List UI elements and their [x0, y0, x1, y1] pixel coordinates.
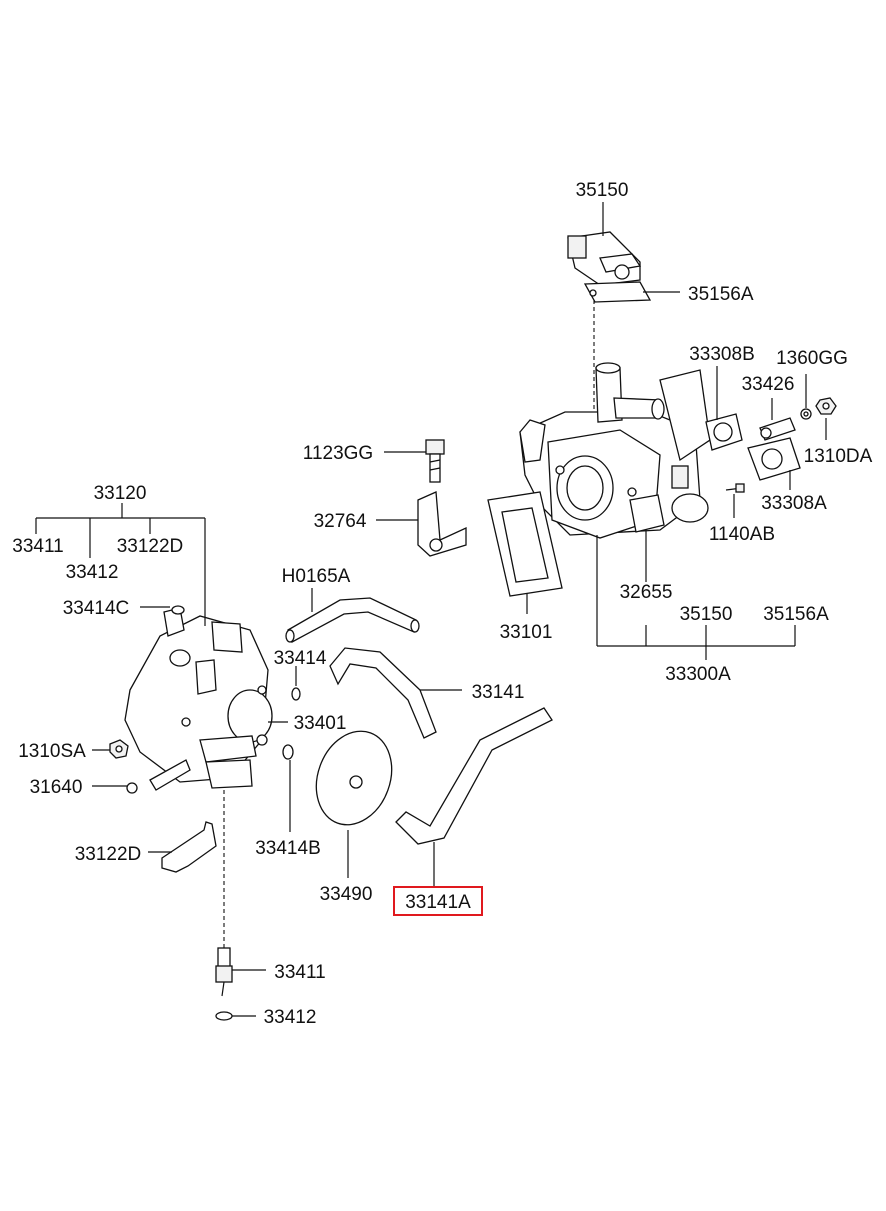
label-33411-bottom: 33411	[274, 962, 325, 983]
label-1140ab: 1140AB	[709, 524, 775, 545]
gasket-33308A	[747, 437, 801, 481]
label-33412-top: 33412	[66, 562, 119, 583]
hose-H0165A	[285, 597, 420, 643]
label-33141: 33141	[472, 682, 525, 703]
label-33490: 33490	[320, 884, 373, 905]
gasket-33308B	[705, 413, 743, 451]
bolt-1123GG	[425, 439, 445, 483]
hose-31640	[126, 759, 191, 794]
label-35156a-bottom: 35156A	[763, 604, 829, 625]
label-33141a[interactable]: 33141A	[405, 892, 471, 913]
label-35150-top: 35150	[576, 180, 629, 201]
vaporizer-33120	[124, 607, 273, 789]
gasket-35156A	[583, 281, 652, 303]
hose-33141	[329, 647, 437, 739]
label-1360gg: 1360GG	[776, 348, 848, 369]
label-1310da: 1310DA	[804, 446, 873, 467]
label-33308a: 33308A	[761, 493, 827, 514]
oring-33414	[291, 687, 301, 701]
label-33120: 33120	[94, 483, 147, 504]
label-33412-bottom: 33412	[264, 1007, 317, 1028]
label-33308b: 33308B	[689, 344, 755, 365]
label-1123gg: 1123GG	[303, 443, 373, 464]
label-33101: 33101	[500, 622, 553, 643]
solenoid-valve-35150	[567, 231, 642, 286]
washer-33412	[215, 1011, 233, 1021]
bracket-32764	[417, 491, 467, 557]
fitting-33414C	[171, 605, 185, 615]
highlight-box	[393, 886, 483, 916]
label-35150-bottom: 35150	[680, 604, 733, 625]
hose-33141A	[395, 707, 553, 845]
label-31640: 31640	[30, 777, 83, 798]
sensor-33411	[215, 947, 233, 997]
label-33300a: 33300A	[665, 664, 731, 685]
oring-33414B	[282, 744, 294, 760]
label-1310sa: 1310SA	[18, 741, 86, 762]
label-33122d-bottom: 33122D	[75, 844, 142, 865]
label-33414b: 33414B	[255, 838, 321, 859]
label-33411-top: 33411	[12, 536, 63, 557]
label-33401: 33401	[294, 713, 347, 734]
label-33414c: 33414C	[63, 598, 130, 619]
label-35156a-top: 35156A	[688, 284, 754, 305]
diaphragm-33490	[315, 730, 393, 826]
nut-1310SA	[109, 739, 129, 759]
bolt-1140AB	[725, 483, 745, 493]
bracket-33122D	[161, 821, 217, 873]
label-33122d-top: 33122D	[117, 536, 184, 557]
label-h0165a: H0165A	[282, 566, 351, 587]
throttle-body-33300A	[519, 362, 711, 539]
washer-1360GG	[800, 408, 812, 420]
gasket-33101	[487, 491, 563, 597]
nut-1310DA	[815, 397, 837, 415]
label-33426: 33426	[742, 374, 795, 395]
label-32764: 32764	[314, 511, 367, 532]
sensor-33426	[759, 417, 796, 441]
label-33414: 33414	[274, 648, 327, 669]
label-32655: 32655	[620, 582, 673, 603]
